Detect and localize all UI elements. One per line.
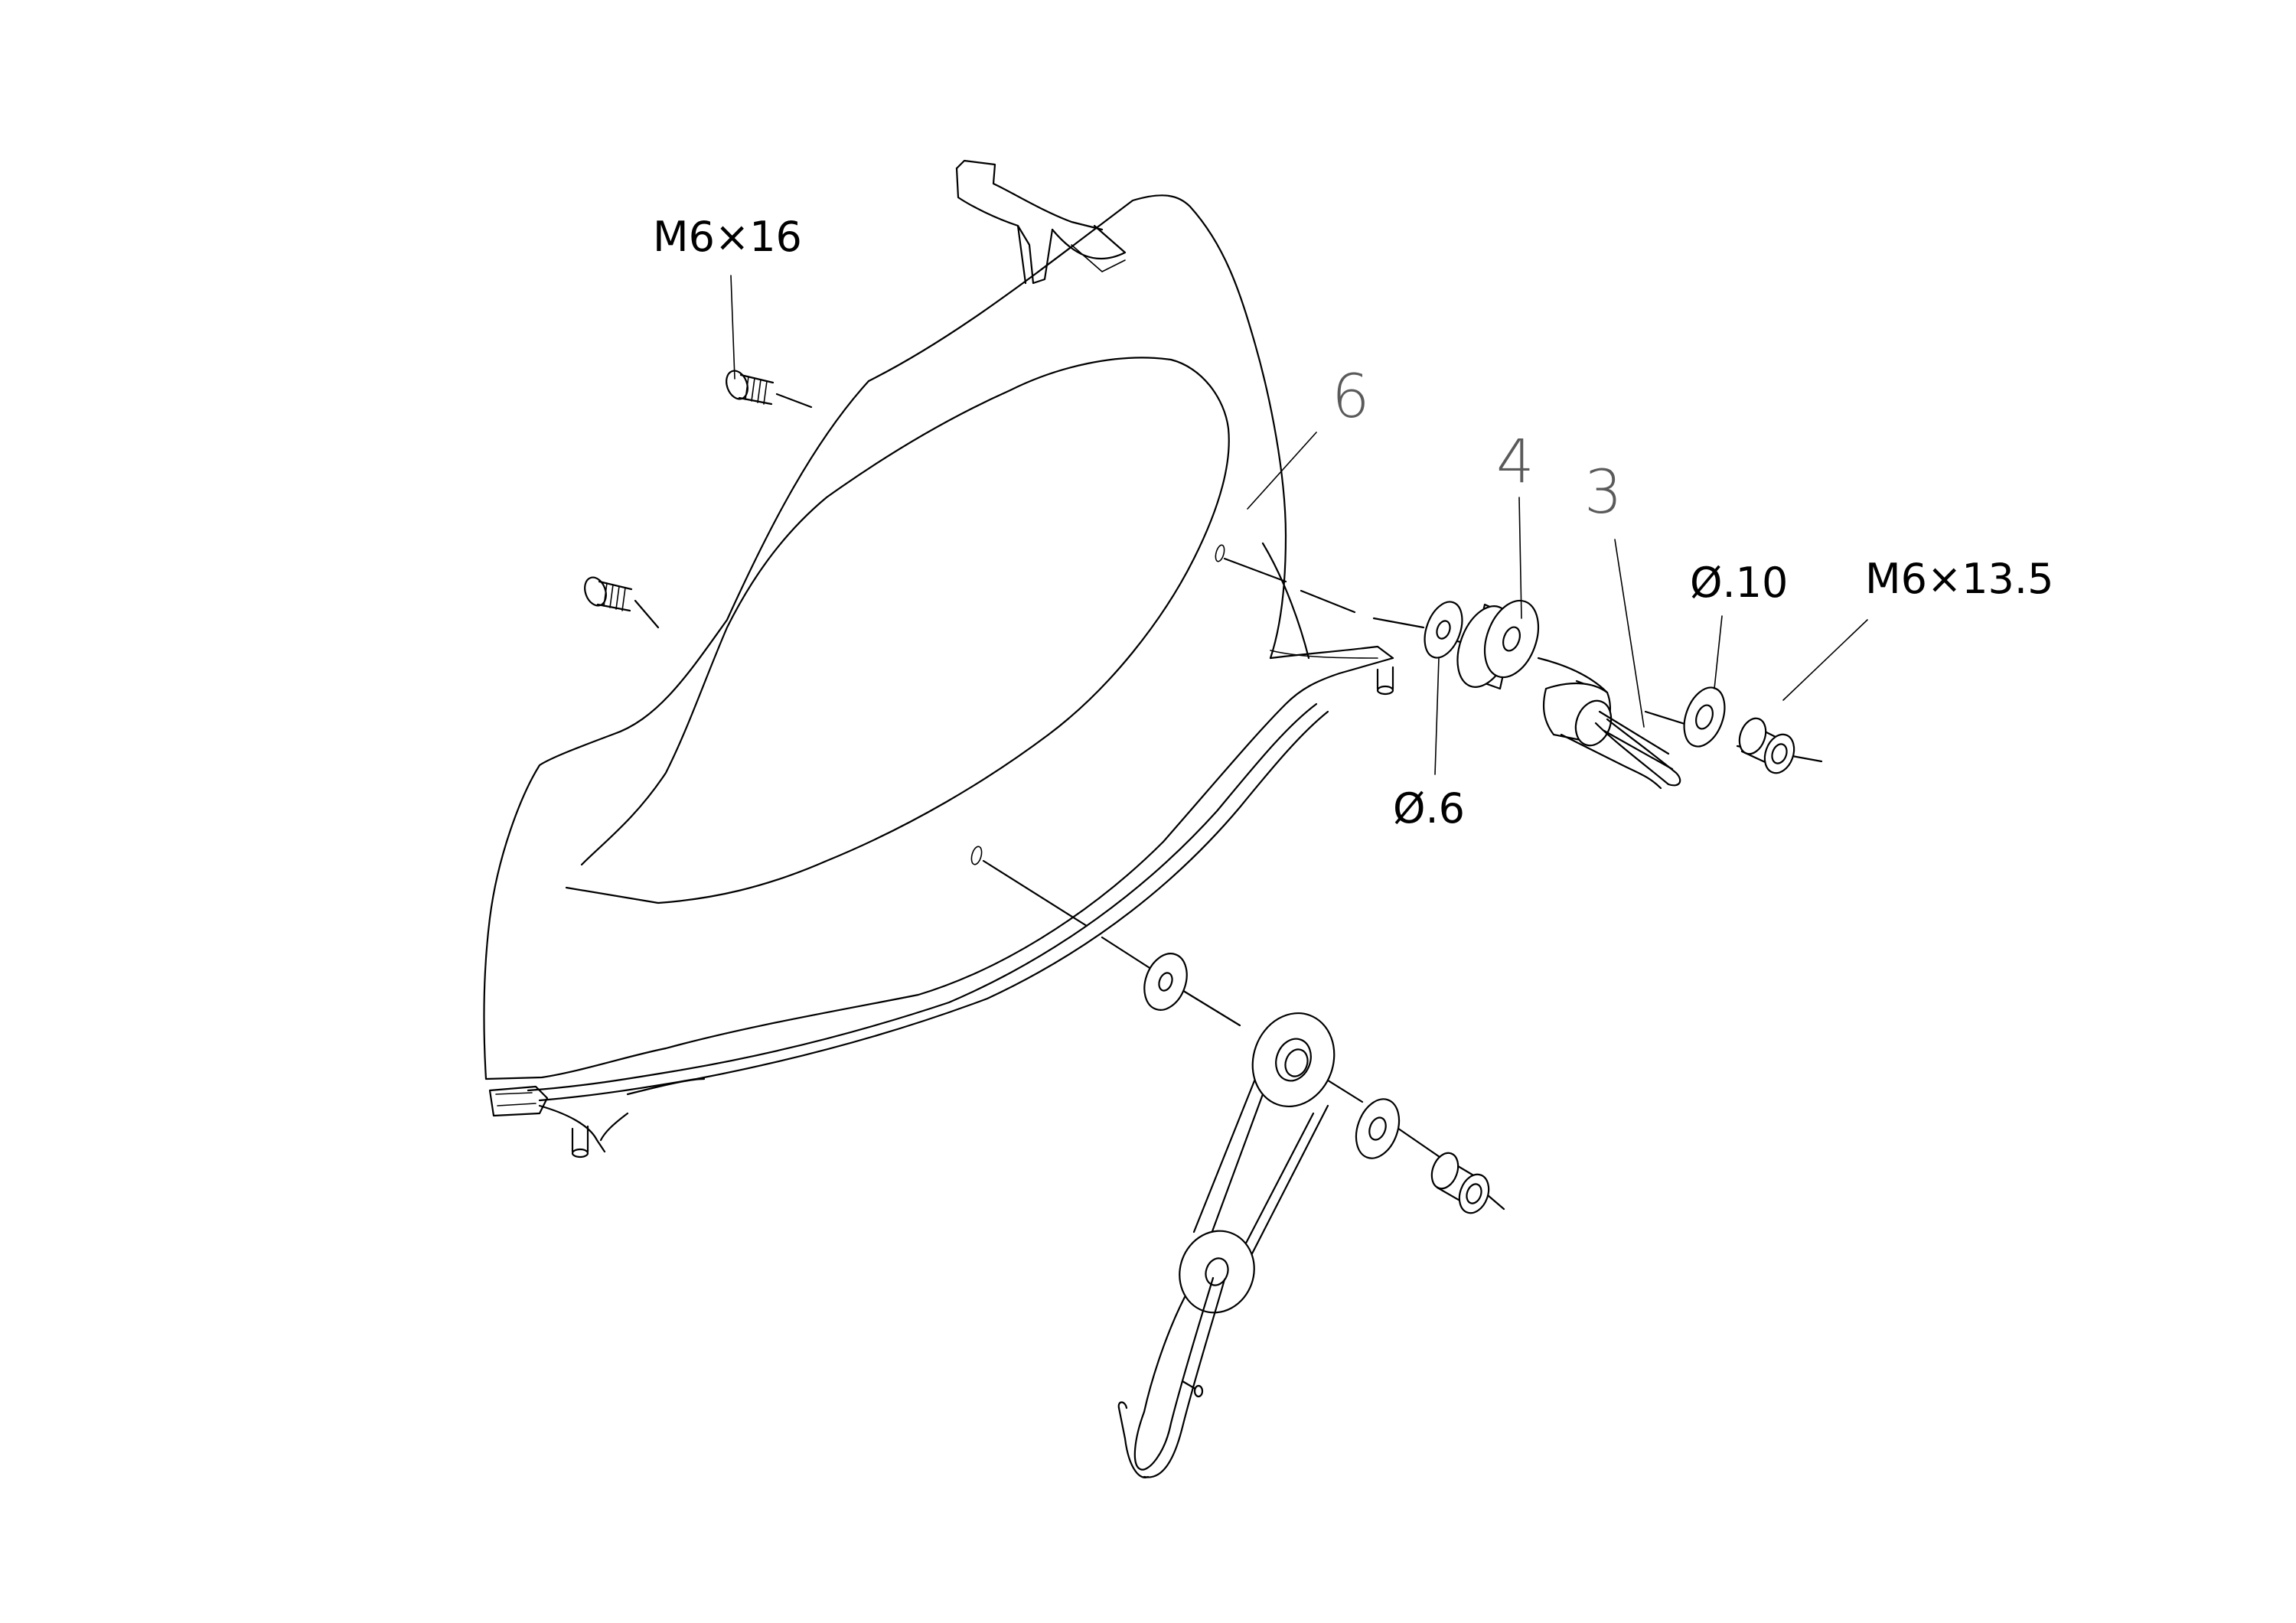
screw-left <box>584 576 660 629</box>
label-part-3: 3 <box>1584 458 1623 527</box>
label-washer-d6: Ø.6 <box>1393 784 1465 833</box>
label-screw-m6x16: M6×16 <box>653 213 802 261</box>
fairing-shell <box>483 194 1394 1159</box>
upper-hardware-stack <box>1223 557 1823 790</box>
label-part-4: 4 <box>1496 428 1534 497</box>
label-nut-m6x13-5: M6×13.5 <box>1865 555 2053 603</box>
leader-lines <box>730 275 1868 775</box>
top-clip-bracket <box>955 159 1127 285</box>
lower-hardware-stack <box>982 859 1505 1479</box>
label-washer-d10: Ø.10 <box>1690 559 1788 607</box>
label-part-6: 6 <box>1332 363 1370 432</box>
screw-m6x16 <box>726 370 813 409</box>
